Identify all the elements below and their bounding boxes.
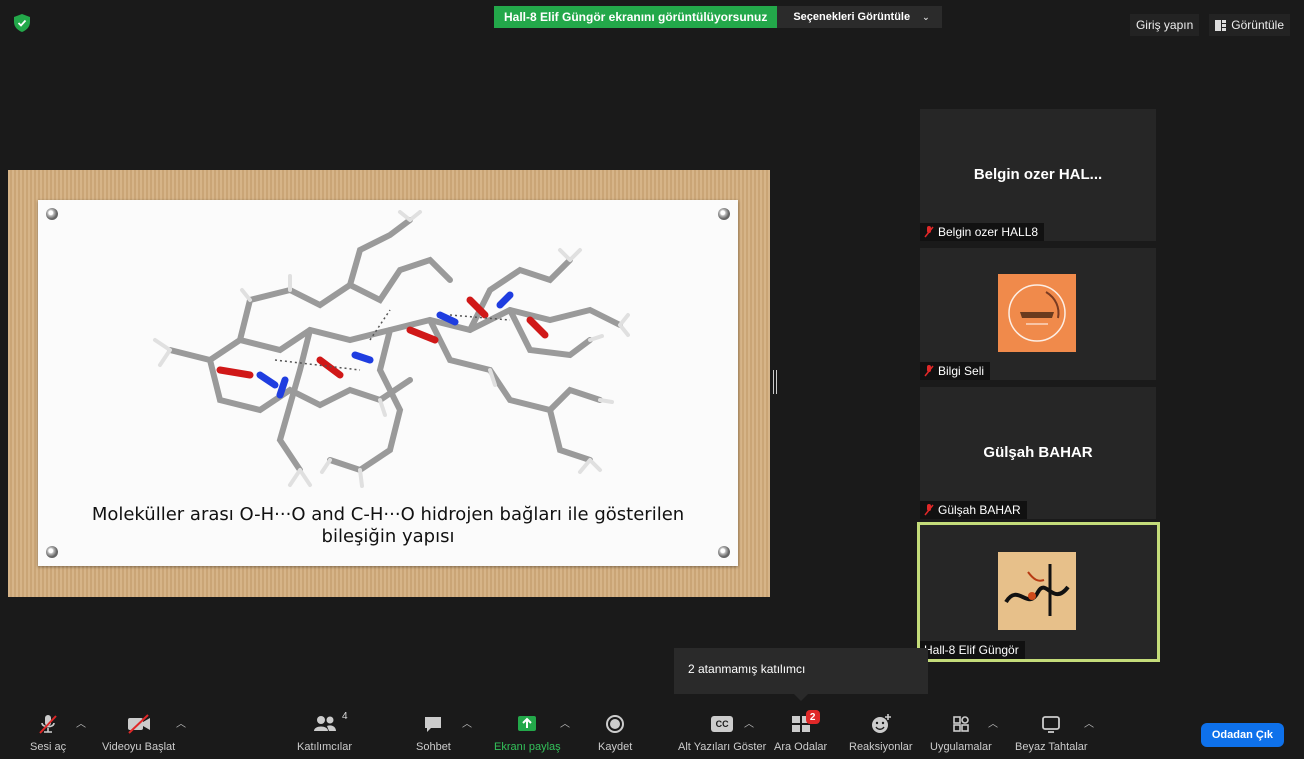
- participant-tile[interactable]: Belgin ozer HAL... Belgin ozer HALL8: [920, 109, 1156, 241]
- chat-icon: [425, 717, 442, 732]
- show-captions-button[interactable]: CC Alt Yazıları Göster: [678, 713, 766, 753]
- pin-icon: [718, 208, 730, 220]
- whiteboard-icon: [1042, 716, 1061, 733]
- caption-line-1: Moleküller arası O-H···O and C-H···O hid…: [91, 504, 685, 525]
- elif-calligraphy-avatar: [998, 552, 1076, 630]
- bilgi-seli-logo-avatar: [998, 274, 1076, 352]
- sign-in-label: Giriş yapın: [1135, 18, 1194, 32]
- tooltip-text: 2 atanmamış katılımcı: [688, 662, 806, 676]
- pin-icon: [718, 546, 730, 558]
- cc-icon-text: CC: [715, 719, 729, 729]
- participant-name-label: Hall-8 Elif Güngör: [920, 641, 1025, 659]
- whiteboards-label: Beyaz Tahtalar: [1015, 741, 1088, 753]
- view-options-button[interactable]: Seçenekleri Görüntüle ⌄: [777, 6, 942, 28]
- participants-label: Katılımcılar: [297, 741, 353, 753]
- participant-tile[interactable]: Gülşah BAHAR Gülşah BAHAR: [920, 387, 1156, 519]
- participants-count: 4: [341, 711, 348, 722]
- molecule-structure-image: [153, 210, 630, 488]
- reactions-button[interactable]: Reaksiyonlar: [849, 713, 913, 753]
- muted-mic-icon: [924, 504, 934, 516]
- apps-label: Uygulamalar: [930, 741, 992, 753]
- unmute-button[interactable]: Sesi aç: [30, 713, 66, 753]
- breakout-rooms-badge: 2: [805, 710, 820, 724]
- closed-captions-icon: CC: [711, 716, 734, 732]
- unassigned-participants-tooltip: 2 atanmamış katılımcı: [674, 648, 928, 701]
- pin-icon: [46, 208, 58, 220]
- view-label: Görüntüle: [1231, 18, 1284, 32]
- video-options-caret-icon[interactable]: ︿: [176, 719, 186, 730]
- participant-label-text: Hall-8 Elif Güngör: [924, 643, 1019, 657]
- apps-options-caret-icon[interactable]: ︿: [988, 719, 998, 730]
- top-right-controls: Giriş yapın Görüntüle: [1129, 14, 1290, 36]
- participant-label-text: Belgin ozer HALL8: [938, 225, 1039, 239]
- chat-options-caret-icon[interactable]: ︿: [462, 719, 472, 730]
- reaction-smile-icon: [871, 714, 891, 733]
- participants-button[interactable]: 4 Katılımcılar: [297, 711, 353, 753]
- record-label: Kaydet: [598, 741, 633, 753]
- breakout-rooms-label: Ara Odalar: [774, 741, 828, 753]
- participant-label-text: Gülşah BAHAR: [938, 503, 1021, 517]
- muted-mic-icon: [924, 365, 934, 377]
- chevron-down-icon: ⌄: [922, 11, 930, 22]
- participant-display-name: Belgin ozer HAL...: [973, 166, 1103, 183]
- video-off-icon: [127, 714, 150, 734]
- view-options-label: Seçenekleri Görüntüle: [793, 11, 911, 23]
- share-screen-label: Ekranı paylaş: [494, 741, 561, 753]
- sign-in-button[interactable]: Giriş yapın: [1129, 14, 1200, 36]
- participant-name-label: Gülşah BAHAR: [920, 501, 1027, 519]
- muted-mic-icon: [39, 715, 57, 734]
- slide-caption: Moleküller arası O-H···O and C-H···O hid…: [38, 504, 738, 548]
- start-video-button[interactable]: Videoyu Başlat: [102, 713, 175, 753]
- share-options-caret-icon[interactable]: ︿: [560, 719, 570, 730]
- leave-meeting-button[interactable]: Odadan Çık: [1200, 723, 1284, 747]
- shield-icon[interactable]: [14, 14, 30, 32]
- participant-tile[interactable]: Bilgi Seli: [920, 248, 1156, 380]
- participant-display-name: Gülşah BAHAR: [983, 444, 1093, 461]
- participant-name-label: Belgin ozer HALL8: [920, 223, 1045, 241]
- record-button[interactable]: Kaydet: [598, 713, 632, 753]
- resize-handle[interactable]: [773, 370, 777, 394]
- sharing-status-text: Hall-8 Elif Güngör ekranını görüntülüyor…: [494, 6, 778, 28]
- record-icon: [606, 715, 625, 733]
- muted-mic-icon: [924, 226, 934, 238]
- share-screen-icon: [518, 716, 537, 731]
- view-button[interactable]: Görüntüle: [1209, 14, 1290, 36]
- participant-tile-active-speaker[interactable]: Hall-8 Elif Güngör: [917, 522, 1160, 662]
- reactions-label: Reaksiyonlar: [849, 741, 913, 753]
- whiteboard-options-caret-icon[interactable]: ︿: [1084, 719, 1094, 730]
- breakout-rooms-button[interactable]: 2 Ara Odalar: [774, 710, 828, 753]
- chat-label: Sohbet: [416, 741, 451, 753]
- shared-slide: Moleküller arası O-H···O and C-H···O hid…: [38, 200, 738, 566]
- screen-share-banner: Hall-8 Elif Güngör ekranını görüntülüyor…: [494, 6, 942, 28]
- chat-button[interactable]: Sohbet: [416, 713, 451, 753]
- unmute-label: Sesi aç: [30, 741, 67, 753]
- audio-options-caret-icon[interactable]: ︿: [76, 719, 86, 730]
- caption-line-2: bileşiğin yapısı: [321, 526, 455, 547]
- participant-name-label: Bilgi Seli: [920, 362, 991, 380]
- participant-label-text: Bilgi Seli: [938, 364, 985, 378]
- apps-icon: [953, 716, 969, 732]
- apps-button[interactable]: Uygulamalar: [930, 713, 992, 753]
- layout-icon: [1215, 19, 1227, 31]
- meeting-toolbar: Sesi aç ︿ Videoyu Başlat ︿ 4 Katılımcıla…: [0, 705, 1304, 759]
- whiteboards-button[interactable]: Beyaz Tahtalar: [1015, 713, 1088, 753]
- show-captions-label: Alt Yazıları Göster: [678, 741, 767, 753]
- shared-screen: Moleküller arası O-H···O and C-H···O hid…: [8, 170, 770, 597]
- start-video-label: Videoyu Başlat: [102, 741, 176, 753]
- pin-icon: [46, 546, 58, 558]
- share-screen-button[interactable]: Ekranı paylaş: [494, 713, 561, 753]
- captions-options-caret-icon[interactable]: ︿: [744, 719, 754, 730]
- participants-icon: [313, 716, 336, 731]
